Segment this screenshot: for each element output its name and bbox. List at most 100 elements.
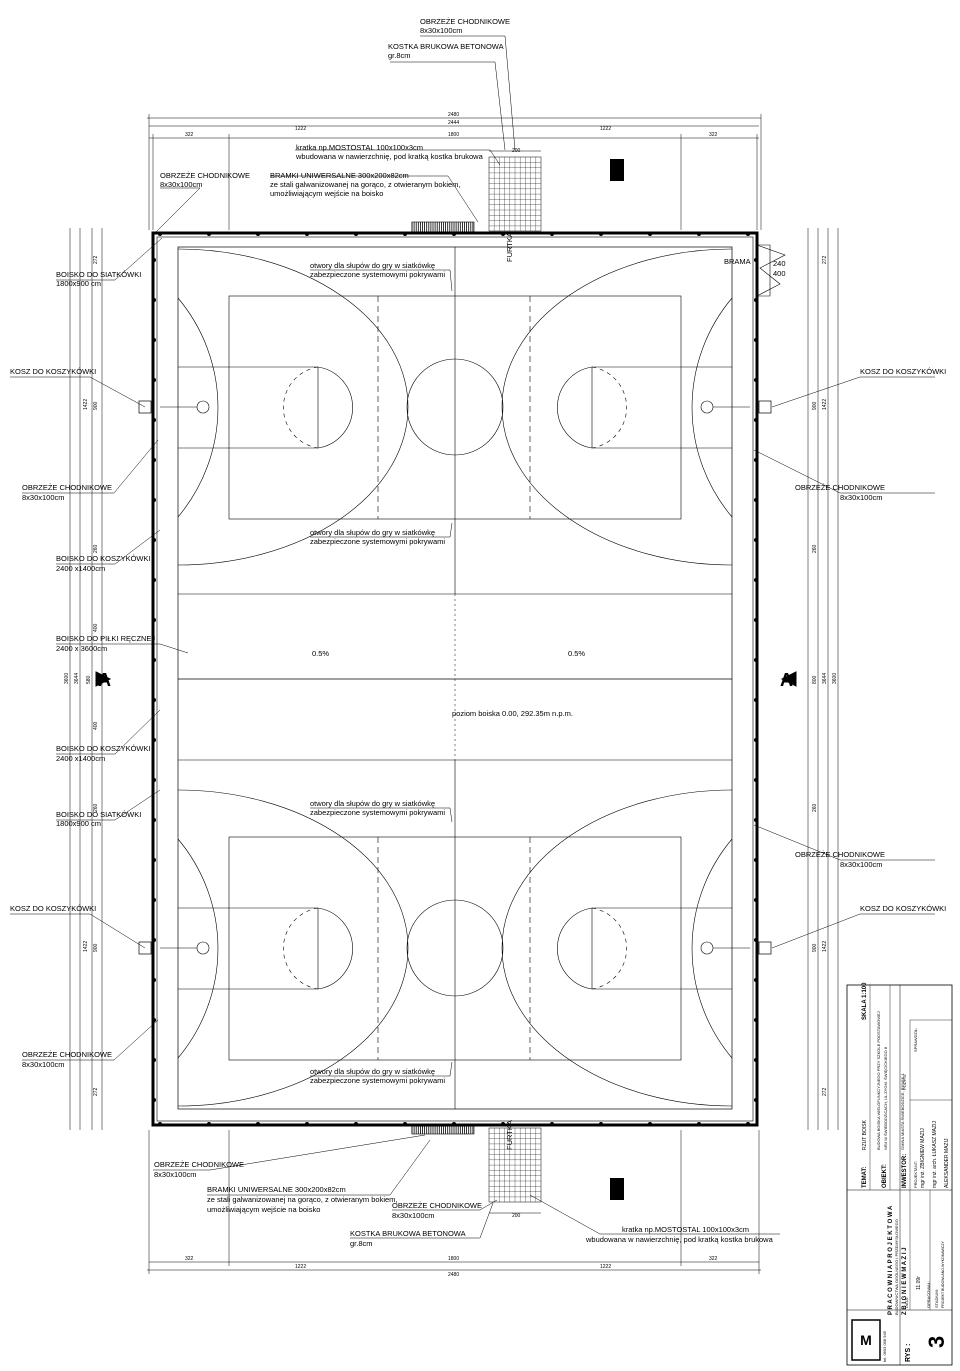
fence-post [754, 1018, 758, 1022]
fence-post [152, 778, 156, 782]
svg-text:2400 x 3600cm: 2400 x 3600cm [56, 644, 107, 653]
fence-post [697, 1122, 701, 1126]
svg-text:ALEKSANDER MAZIJ: ALEKSANDER MAZIJ [944, 1138, 950, 1188]
svg-text:8x30x100cm: 8x30x100cm [840, 493, 883, 502]
fence-post [158, 232, 162, 236]
svg-text:OBRZEŻE CHODNIKOWE: OBRZEŻE CHODNIKOWE [420, 17, 510, 26]
svg-text:TEMAT:: TEMAT: [862, 1166, 868, 1188]
svg-text:OBRZEŻE CHODNIKOWE: OBRZEŻE CHODNIKOWE [22, 483, 112, 492]
svg-text:240: 240 [773, 259, 786, 268]
upper-court-markings [160, 247, 750, 595]
lower-court-markings [160, 759, 750, 1109]
svg-text:mgr inż. ZBIGNIEW MAZIJ: mgr inż. ZBIGNIEW MAZIJ [920, 1128, 926, 1188]
top-dimension-lines [147, 114, 762, 230]
fence-post [754, 298, 758, 302]
svg-text:BOISKO DO KOSZYKÓWKI: BOISKO DO KOSZYKÓWKI [56, 744, 151, 753]
svg-text:PODPIS:: PODPIS: [902, 1074, 907, 1090]
title-block: M P R A C O W N I A P R O J E K T O W A … [846, 982, 953, 1366]
fence-post [754, 978, 758, 982]
svg-text:8x30x100cm: 8x30x100cm [22, 1060, 65, 1069]
svg-text:ze stali galwanizowanej na gor: ze stali galwanizowanej na gorąco, z otw… [207, 1195, 398, 1204]
svg-text:8x30x100cm: 8x30x100cm [840, 860, 883, 869]
svg-text:200: 200 [512, 1213, 521, 1219]
company-logo [851, 1319, 881, 1361]
fence-post [754, 258, 758, 262]
svg-text:KOSZ DO KOSZYKÓWKI: KOSZ DO KOSZYKÓWKI [860, 904, 946, 913]
fence-post [754, 378, 758, 382]
svg-text:3644: 3644 [822, 673, 828, 684]
fence-post [754, 578, 758, 582]
svg-text:STADIUM:: STADIUM: [934, 1289, 939, 1308]
svg-text:8x30x100cm: 8x30x100cm [392, 1211, 435, 1220]
svg-text:kratka np.MOSTOSTAL 100x100x3c: kratka np.MOSTOSTAL 100x100x3cm [296, 143, 423, 152]
svg-text:zabezpieczone systemowymi pokr: zabezpieczone systemowymi pokrywami [310, 537, 445, 546]
svg-text:otwory dla słupów do gry w sia: otwory dla słupów do gry w siatkówkę [310, 799, 435, 808]
svg-text:BUDOWA BOISKA WIELOFUNKCYJNEGO: BUDOWA BOISKA WIELOFUNKCYJNEGO PRZY SZKO… [876, 1011, 881, 1150]
svg-text:KOSZ DO KOSZYKÓWKI: KOSZ DO KOSZYKÓWKI [10, 904, 96, 913]
svg-text:RZUT BOISK: RZUT BOISK [862, 1119, 868, 1150]
fence-post [152, 378, 156, 382]
svg-text:KOSZ DO KOSZYKÓWKI: KOSZ DO KOSZYKÓWKI [10, 367, 96, 376]
svg-text:RYS :: RYS : [905, 1344, 912, 1362]
svg-text:2480: 2480 [448, 1272, 459, 1278]
fence-post [256, 232, 260, 236]
svg-text:FURTKA: FURTKA [505, 1120, 514, 1150]
fence-post [754, 458, 758, 462]
fence-post [754, 1058, 758, 1062]
svg-text:A: A [98, 670, 111, 690]
fence-post [152, 578, 156, 582]
svg-text:900: 900 [812, 401, 818, 410]
svg-text:272: 272 [93, 1087, 99, 1096]
svg-text:322: 322 [185, 1256, 194, 1262]
main-gate [756, 244, 786, 297]
svg-text:400: 400 [773, 269, 786, 278]
fence-post [152, 618, 156, 622]
svg-text:1422: 1422 [83, 941, 89, 952]
svg-text:400: 400 [93, 721, 99, 730]
fence-post [746, 232, 750, 236]
fence-post [754, 938, 758, 942]
top-goal-units [411, 221, 475, 233]
fence-post [256, 1122, 260, 1126]
fence-post [152, 858, 156, 862]
svg-text:1800x900 cm: 1800x900 cm [56, 819, 101, 828]
fence-post [152, 938, 156, 942]
svg-text:zabezpieczone systemowymi pokr: zabezpieczone systemowymi pokrywami [310, 808, 445, 817]
svg-text:400: 400 [93, 623, 99, 632]
svg-text:zabezpieczone systemowymi pokr: zabezpieczone systemowymi pokrywami [310, 1076, 445, 1085]
svg-text:mgr inż. arch. ŁUKASZ MAZIJ: mgr inż. arch. ŁUKASZ MAZIJ [932, 1121, 938, 1188]
fence-post [754, 338, 758, 342]
svg-text:260: 260 [812, 803, 818, 812]
fence-post [152, 1058, 156, 1062]
svg-text:NR4 W ŚWIEBODZICACH, UL.ZYGM.: NR4 W ŚWIEBODZICACH, UL.ZYGM. ŚWIĘCICKIE… [883, 1046, 888, 1150]
svg-text:otwory dla słupów do gry w sia: otwory dla słupów do gry w siatkówkę [310, 261, 435, 270]
svg-text:1800: 1800 [448, 1256, 459, 1262]
fence-post [452, 232, 456, 236]
fence-post [550, 1122, 554, 1126]
svg-text:1222: 1222 [600, 1264, 611, 1270]
fence-post [152, 338, 156, 342]
svg-text:1422: 1422 [83, 399, 89, 410]
svg-text:1800x900 cm: 1800x900 cm [56, 279, 101, 288]
svg-text:272: 272 [822, 255, 828, 264]
svg-text:KOSZ DO KOSZYKÓWKI: KOSZ DO KOSZYKÓWKI [860, 367, 946, 376]
svg-text:2444: 2444 [448, 120, 459, 126]
fence-post [305, 1122, 309, 1126]
svg-text:OBIEKT:: OBIEKT: [882, 1164, 888, 1188]
svg-text:BOISKO DO PIŁKI RĘCZNEJ: BOISKO DO PIŁKI RĘCZNEJ [56, 634, 155, 643]
fence-post [754, 818, 758, 822]
fence-post [648, 232, 652, 236]
top-annotations: OBRZEŻE CHODNIKOWE 8x30x100cm KOSTKA BRU… [160, 17, 786, 278]
fence-post [152, 258, 156, 262]
svg-text:0.5%: 0.5% [312, 649, 329, 658]
fence-post [207, 1122, 211, 1126]
bottom-drain-grate [488, 1127, 542, 1203]
svg-text:3600: 3600 [832, 673, 838, 684]
svg-text:OBRZEŻE CHODNIKOWE: OBRZEŻE CHODNIKOWE [160, 171, 250, 180]
fence-post [599, 1122, 603, 1126]
svg-text:3600: 3600 [64, 673, 70, 684]
fence-post [152, 658, 156, 662]
fence-post [754, 618, 758, 622]
fence-post [754, 738, 758, 742]
